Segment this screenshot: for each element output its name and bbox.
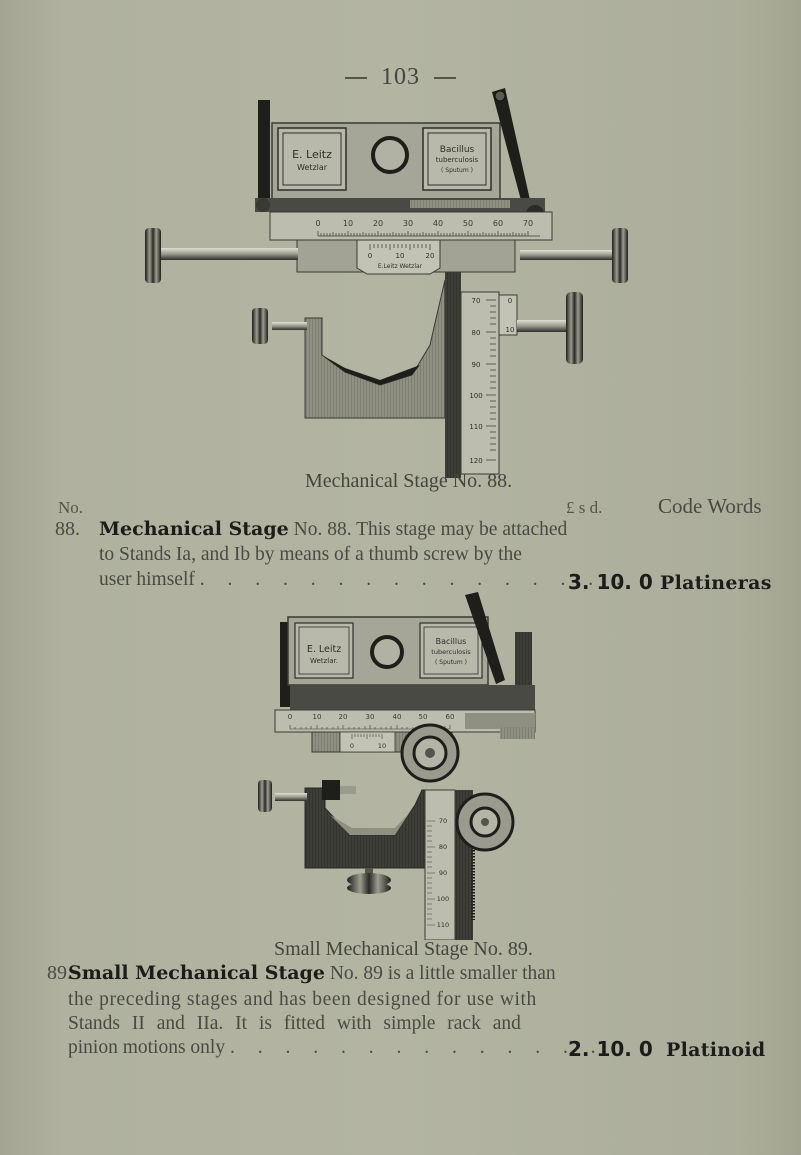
- entry-88-line2: to Stands Ia, and Ib by means of a thumb…: [99, 544, 522, 565]
- entry-89-line4-text: pinion motions only: [68, 1037, 226, 1058]
- svg-text:0: 0: [508, 297, 512, 305]
- svg-text:50: 50: [419, 713, 428, 721]
- svg-text:30: 30: [366, 713, 375, 721]
- vernier-scale: 0 10: [339, 731, 396, 753]
- svg-text:0: 0: [368, 252, 372, 260]
- entry-89-number: 89.: [47, 962, 72, 984]
- entry-89-price: 2. 10. 0: [568, 1037, 653, 1061]
- entry-89-line2: the preceding stages and has been design…: [68, 989, 537, 1010]
- svg-text:Wetzlar.: Wetzlar.: [310, 657, 338, 665]
- svg-text:( Sputum ): ( Sputum ): [435, 659, 467, 666]
- svg-text:10: 10: [506, 326, 515, 334]
- svg-text:0: 0: [315, 219, 320, 228]
- svg-text:80: 80: [439, 843, 447, 851]
- dash-right: [434, 77, 456, 80]
- svg-text:0: 0: [350, 742, 354, 750]
- entry-88-number: 88.: [55, 518, 80, 540]
- svg-text:tuberculosis: tuberculosis: [436, 156, 479, 164]
- svg-text:20: 20: [426, 252, 435, 260]
- entry-89-title: Small Mechanical Stage: [68, 962, 325, 984]
- svg-text:tuberculosis: tuberculosis: [431, 648, 471, 656]
- svg-text:20: 20: [339, 713, 348, 721]
- svg-text:10: 10: [343, 219, 353, 228]
- svg-text:70: 70: [439, 817, 447, 825]
- svg-text:( Sputum ): ( Sputum ): [441, 167, 473, 174]
- entry-89-code-word: Platinoid: [666, 1039, 766, 1061]
- slide-label-right: Bacillus tuberculosis ( Sputum ): [419, 622, 483, 679]
- entry-89-line1-text: No. 89 is a little smaller than: [324, 963, 556, 984]
- svg-text:60: 60: [493, 219, 503, 228]
- svg-text:20: 20: [373, 219, 383, 228]
- horizontal-scale: 0 10 20 30 40 50 60: [274, 709, 536, 733]
- svg-text:0: 0: [288, 713, 292, 721]
- svg-text:80: 80: [472, 329, 481, 337]
- entry-88-price: 3. 10. 0: [568, 570, 653, 594]
- vernier-scale: 0 10 20 E.Leitz Wetzlar: [356, 239, 441, 275]
- svg-text:30: 30: [403, 219, 413, 228]
- svg-text:90: 90: [472, 361, 481, 369]
- slide-label-left: E. Leitz Wetzlar: [277, 127, 347, 191]
- svg-text:10: 10: [313, 713, 322, 721]
- page-number: 103: [0, 64, 801, 91]
- horizontal-scale: 0 10 20 30 40 50 60 70: [269, 211, 553, 241]
- svg-text:Wetzlar: Wetzlar: [297, 163, 328, 172]
- svg-text:E.Leitz Wetzlar: E.Leitz Wetzlar: [378, 263, 423, 270]
- svg-text:10: 10: [396, 252, 405, 260]
- page-number-text: 103: [381, 64, 420, 90]
- figure-small-mechanical-stage-89: E. Leitz Wetzlar. Bacillus tuberculosis …: [258, 592, 536, 940]
- column-header-currency: £ s d.: [566, 498, 603, 517]
- svg-text:110: 110: [437, 921, 449, 929]
- svg-text:E. Leitz: E. Leitz: [292, 148, 332, 161]
- svg-text:Bacillus: Bacillus: [436, 637, 467, 646]
- svg-text:70: 70: [472, 297, 481, 305]
- svg-text:40: 40: [393, 713, 402, 721]
- svg-text:60: 60: [446, 713, 455, 721]
- svg-text:100: 100: [469, 392, 482, 400]
- svg-text:50: 50: [463, 219, 473, 228]
- entry-88-line3-text: user himself: [99, 569, 195, 590]
- entry-89-line3: Stands II and IIa. It is fitted with sim…: [68, 1013, 521, 1034]
- column-header-code-words: Code Words: [658, 494, 762, 518]
- dash-left: [345, 77, 367, 80]
- vertical-scale: 70 80 90 100 110 120 0 10: [460, 291, 518, 475]
- slide-label-left: E. Leitz Wetzlar.: [294, 622, 354, 679]
- entry-88-line1-text: No. 88. This stage may be attached: [288, 519, 568, 540]
- figure-89-caption: Small Mechanical Stage No. 89.: [274, 938, 533, 960]
- entry-88-title: Mechanical Stage: [99, 518, 289, 540]
- svg-text:Bacillus: Bacillus: [440, 145, 475, 155]
- svg-text:70: 70: [523, 219, 533, 228]
- svg-text:120: 120: [469, 457, 482, 465]
- vertical-scale: 70 80 90 100 110: [424, 789, 456, 940]
- entry-88-line1: Mechanical Stage No. 88. This stage may …: [99, 518, 569, 541]
- svg-text:100: 100: [437, 895, 449, 903]
- svg-text:90: 90: [439, 869, 447, 877]
- entry-89-line1: Small Mechanical Stage No. 89 is a littl…: [68, 962, 556, 985]
- entry-88-line3: user himself . . . . . . . . . . . . . .…: [99, 568, 630, 591]
- svg-text:E. Leitz: E. Leitz: [307, 644, 341, 655]
- svg-text:110: 110: [469, 423, 482, 431]
- entry-89-line4: pinion motions only . . . . . . . . . . …: [68, 1036, 605, 1059]
- entry-88-code-word: Platineras: [660, 572, 772, 594]
- svg-text:40: 40: [433, 219, 443, 228]
- leader-dots: . . . . . . . . . . . . . .: [229, 1037, 605, 1058]
- column-header-no: No.: [58, 498, 84, 517]
- figure-88-caption: Mechanical Stage No. 88.: [305, 470, 513, 492]
- leader-dots: . . . . . . . . . . . . . . . .: [199, 569, 630, 590]
- svg-text:10: 10: [378, 742, 386, 750]
- slide-label-right: Bacillus tuberculosis ( Sputum ): [422, 127, 492, 191]
- figure-mechanical-stage-88: E. Leitz Wetzlar Bacillus tuberculosis (…: [145, 88, 628, 478]
